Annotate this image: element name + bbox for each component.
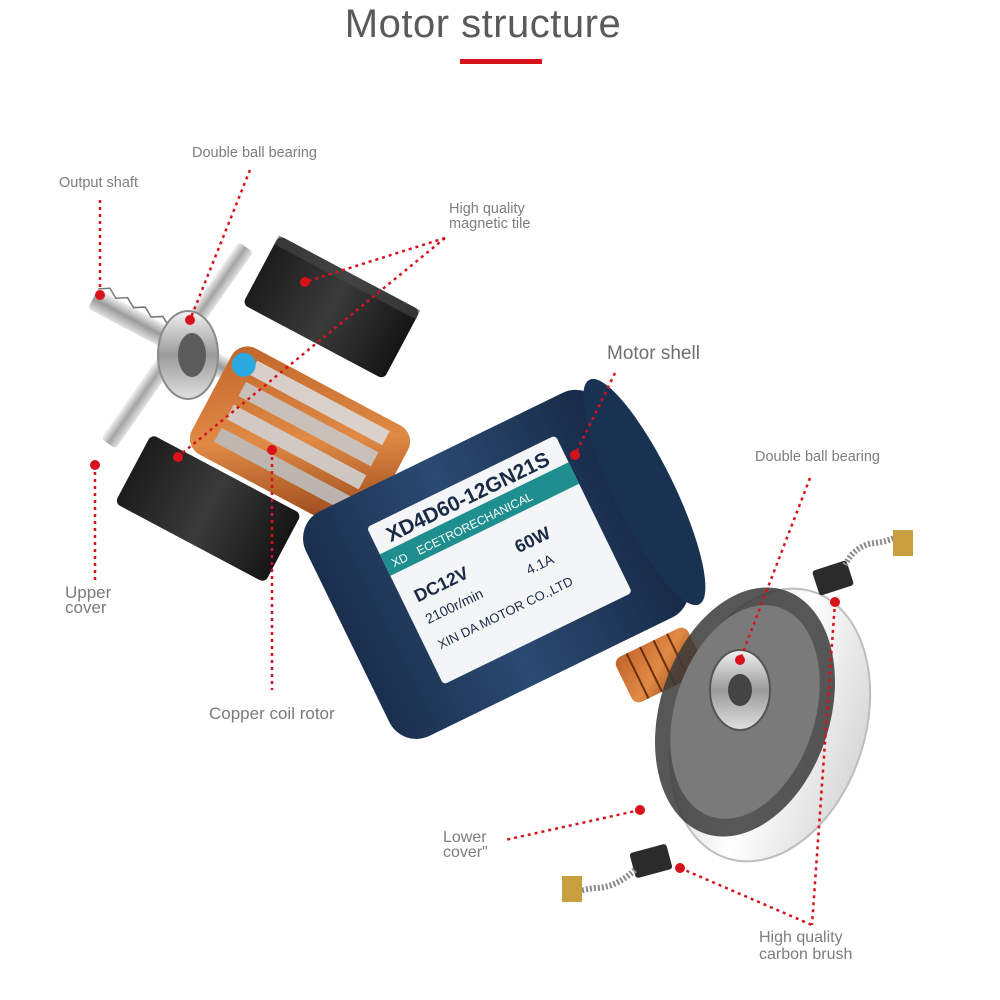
- dot-output-shaft: [95, 290, 105, 300]
- label-lower-cover: Lower cover": [443, 829, 488, 861]
- carbon-brush-bottom: [562, 844, 673, 902]
- dot-carbon-brush-a: [830, 597, 840, 607]
- label-magnetic-tile: High quality magnetic tile: [449, 202, 530, 232]
- dot-copper-coil-rotor: [267, 445, 277, 455]
- page-title: Motor structure: [344, 2, 622, 46]
- leader-double-ball-bearing-top: [188, 169, 252, 321]
- lower-cover: [655, 587, 872, 863]
- leader-carbon-brush-b: [679, 866, 813, 927]
- label-output-shaft: Output shaft: [59, 175, 138, 191]
- title-underline: [460, 59, 542, 64]
- label-motor-shell: Motor shell: [607, 343, 700, 364]
- label-upper-cover: Upper cover: [65, 584, 111, 617]
- label-double-ball-bearing-top: Double ball bearing: [192, 145, 317, 161]
- label-lower-cover-line2: cover": [443, 844, 488, 861]
- leader-carbon-brush-a: [810, 601, 837, 926]
- label-carbon-brush-line1: High quality: [759, 929, 843, 946]
- label-copper-coil-rotor: Copper coil rotor: [209, 704, 335, 723]
- leader-lines: [93, 169, 837, 927]
- carbon-brush-top: [812, 530, 913, 596]
- label-magnetic-tile-line2: magnetic tile: [449, 216, 531, 232]
- dot-upper-cover: [90, 460, 100, 470]
- label-double-ball-bearing-right: Double ball bearing: [755, 449, 880, 465]
- anchor-dots: [90, 277, 840, 873]
- label-upper-cover-line2: cover: [65, 598, 107, 617]
- label-upper-cover-line1: Upper: [65, 583, 112, 602]
- front-bearing: [157, 310, 219, 400]
- motor-shell: XD4D60-12GN21S ECETRORECHANICAL XD DC12V…: [303, 378, 706, 739]
- dot-lower-cover: [635, 805, 645, 815]
- dot-double-ball-bearing-right: [735, 655, 745, 665]
- dot-magnetic-tile-a: [300, 277, 310, 287]
- dot-motor-shell: [570, 450, 580, 460]
- label-carbon-brush: High quality carbon brush: [759, 929, 852, 963]
- label-carbon-brush-line2: carbon brush: [759, 946, 853, 963]
- leader-lower-cover: [504, 808, 641, 842]
- copper-coil-rotor: [189, 346, 411, 534]
- magnetic-tile-upper: [244, 235, 421, 378]
- label-magnetic-tile-line1: High quality: [449, 201, 525, 217]
- dot-carbon-brush-b: [675, 863, 685, 873]
- leader-magnetic-tile-b: [179, 237, 446, 456]
- leader-double-ball-bearing-right: [738, 477, 812, 661]
- label-lower-cover-line1: Lower: [443, 829, 487, 846]
- leader-motor-shell: [573, 372, 617, 456]
- nameplate-brand: XD: [389, 550, 410, 570]
- magnetic-tile-lower: [116, 436, 300, 581]
- dot-double-ball-bearing-top: [185, 315, 195, 325]
- dot-magnetic-tile-b: [173, 452, 183, 462]
